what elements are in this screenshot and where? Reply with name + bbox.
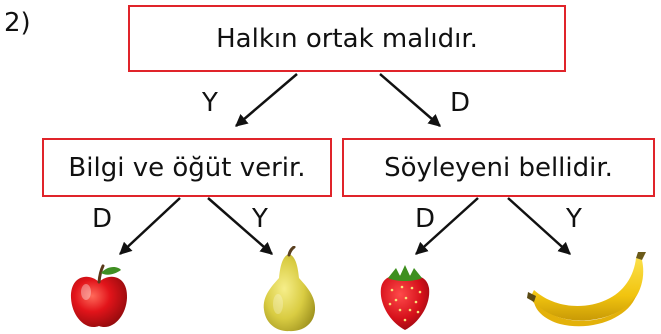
banana-icon — [527, 252, 646, 327]
pear-icon — [263, 246, 316, 332]
left-node-text: Bilgi ve öğüt verir. — [68, 152, 306, 183]
question-number: 2) — [4, 8, 31, 38]
root-node-box: Halkın ortak malıdır. — [128, 5, 566, 72]
edge-label-root-right: D — [450, 88, 471, 118]
arrow-right-left — [415, 197, 479, 255]
arrow-root-left — [235, 73, 298, 127]
edge-label-right-right: Y — [566, 204, 582, 234]
arrow-left-left — [119, 197, 181, 255]
right-node-text: Söyleyeni bellidir. — [384, 152, 613, 183]
left-node-box: Bilgi ve öğüt verir. — [42, 138, 332, 197]
edge-label-root-left: Y — [202, 88, 218, 118]
arrow-root-right — [379, 73, 441, 127]
right-node-box: Söyleyeni bellidir. — [342, 138, 655, 197]
arrow-right-right — [507, 197, 571, 255]
edge-label-right-left: D — [415, 204, 436, 234]
arrow-left-right — [207, 197, 273, 255]
edge-label-left-right: Y — [252, 204, 268, 234]
root-node-text: Halkın ortak malıdır. — [216, 23, 478, 54]
edge-label-left-left: D — [92, 204, 113, 234]
apple-icon — [70, 264, 128, 328]
strawberry-icon — [380, 265, 430, 330]
